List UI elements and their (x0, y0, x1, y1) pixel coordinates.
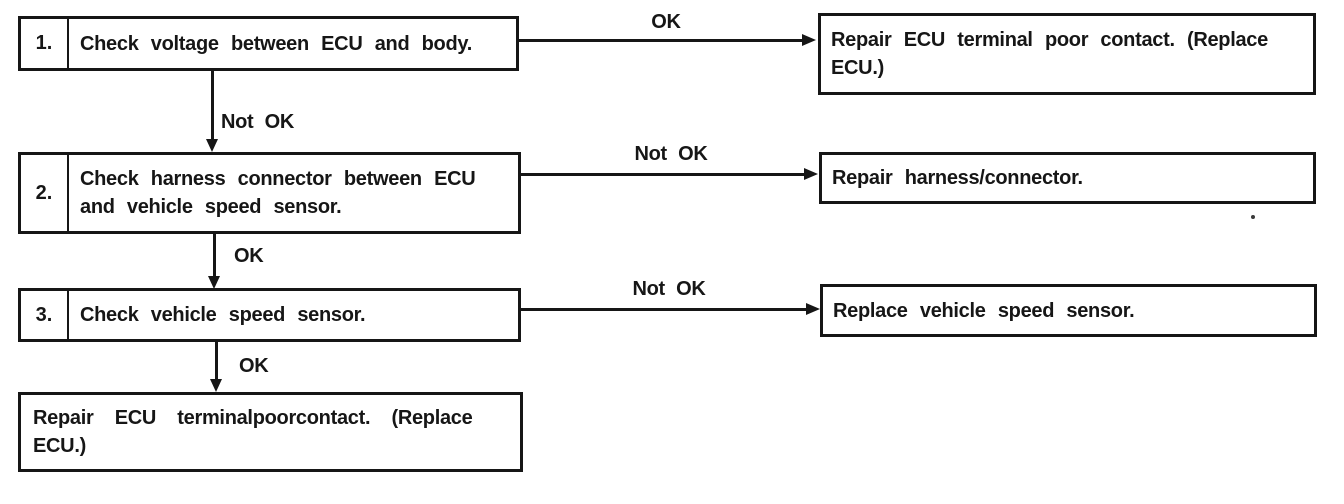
arrowhead-down-step3 (210, 379, 222, 392)
arrow-line-step1-to-result1 (519, 39, 806, 42)
arrow-line-step3-to-result4 (215, 342, 218, 381)
step-1-text: Check voltage between ECU and body. (80, 32, 472, 55)
arrowhead-right-step1 (802, 34, 816, 46)
edge-label-step3-notok: Not OK (632, 278, 706, 300)
flow-box-repair-ecu-terminal-final: Repair ECU terminalpoorcontact. (Replace… (18, 392, 523, 472)
result-3-text: Replace vehicle speed sensor. (833, 299, 1135, 322)
edge-label-step2-notok: Not OK (634, 143, 708, 165)
arrow-line-step1-to-step2 (211, 71, 214, 141)
step-3-number: 3. (21, 291, 69, 339)
result-2-text: Repair harness/connector. (832, 167, 1083, 189)
edge-label-step3-ok: OK (239, 355, 269, 377)
step-2-number: 2. (21, 155, 69, 231)
result-1-text: Repair ECU terminal poor contact. (Repla… (831, 29, 1268, 79)
scan-speck (1251, 215, 1255, 219)
arrowhead-down-step1 (206, 139, 218, 152)
flow-box-step-3: 3. Check vehicle speed sensor. (18, 288, 521, 342)
step-2-text: Check harness connector between ECU and … (80, 168, 476, 218)
arrowhead-right-step2 (804, 168, 818, 180)
flow-box-repair-harness-connector: Repair harness/connector. (819, 152, 1316, 204)
flow-box-replace-speed-sensor: Replace vehicle speed sensor. (820, 284, 1317, 337)
arrow-line-step2-to-result2 (521, 173, 808, 176)
arrowhead-right-step3 (806, 303, 820, 315)
result-4-text: Repair ECU terminalpoorcontact. (Replace… (33, 407, 473, 457)
arrowhead-down-step2 (208, 276, 220, 289)
flow-box-step-2: 2. Check harness connector between ECU a… (18, 152, 521, 234)
step-3-text: Check vehicle speed sensor. (80, 304, 366, 326)
flow-box-step-1: 1. Check voltage between ECU and body. (18, 16, 519, 71)
edge-label-step1-notok: Not OK (221, 111, 295, 133)
flow-box-repair-ecu-terminal: Repair ECU terminal poor contact. (Repla… (818, 13, 1316, 95)
arrow-line-step3-to-result3 (521, 308, 810, 311)
edge-label-step2-ok: OK (234, 245, 264, 267)
edge-label-step1-ok: OK (651, 11, 681, 33)
arrow-line-step2-to-step3 (213, 234, 216, 278)
step-1-number: 1. (21, 19, 69, 68)
